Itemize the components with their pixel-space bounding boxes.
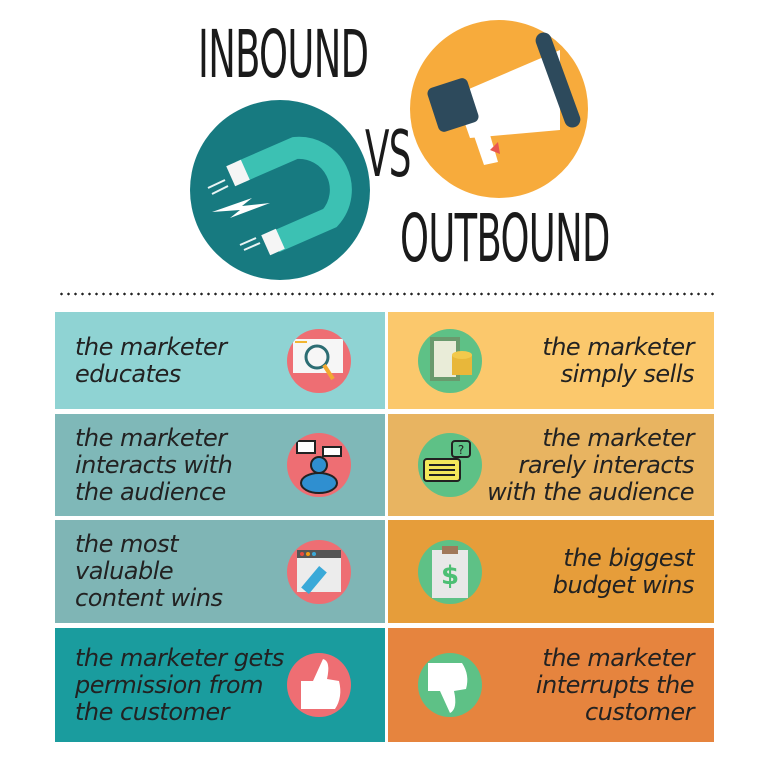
outbound-row-4: the marketer interrupts the customer: [388, 628, 714, 742]
outbound-row-text: the marketer interrupts the customer: [535, 643, 695, 726]
outbound-row-3: $ the biggest budget wins: [388, 520, 714, 623]
budget-clipboard-icon: $: [418, 539, 482, 604]
outbound-row-1: the marketer simply sells: [388, 312, 714, 409]
svg-text:?: ?: [458, 443, 464, 457]
inbound-row-text: the marketer educates: [75, 332, 227, 388]
svg-text:$: $: [441, 561, 459, 591]
outbound-row-2: ? the marketer rarely interacts with the…: [388, 414, 714, 516]
inbound-row-text: the marketer interacts with the audience: [75, 423, 233, 506]
inbound-row-1: the marketer educates: [55, 312, 385, 409]
title-inbound: INBOUND: [198, 16, 369, 93]
title-vs: VS: [365, 118, 411, 192]
audience-chat-icon: [287, 433, 351, 497]
outbound-row-text: the marketer simply sells: [542, 332, 694, 388]
content-edit-icon: [287, 539, 351, 604]
outbound-row-text: the marketer rarely interacts with the a…: [487, 423, 694, 506]
outbound-row-text: the biggest budget wins: [552, 543, 695, 599]
inbound-row-3: the most valuable content wins: [55, 520, 385, 623]
money-coins-icon: [418, 328, 482, 393]
book-magnifier-icon: [287, 328, 351, 393]
thumbs-down-icon: [418, 653, 482, 717]
inbound-row-text: the marketer gets permission from the cu…: [75, 643, 284, 726]
title-outbound: OUTBOUND: [400, 200, 610, 277]
inbound-row-2: the marketer interacts with the audience: [55, 414, 385, 516]
question-chat-icon: ?: [418, 433, 482, 497]
thumbs-up-icon: [287, 653, 351, 717]
dotted-divider: [58, 292, 714, 296]
inbound-row-4: the marketer gets permission from the cu…: [55, 628, 385, 742]
inbound-row-text: the most valuable content wins: [75, 530, 223, 612]
megaphone-icon: [410, 20, 588, 198]
magnet-icon: [190, 100, 370, 280]
